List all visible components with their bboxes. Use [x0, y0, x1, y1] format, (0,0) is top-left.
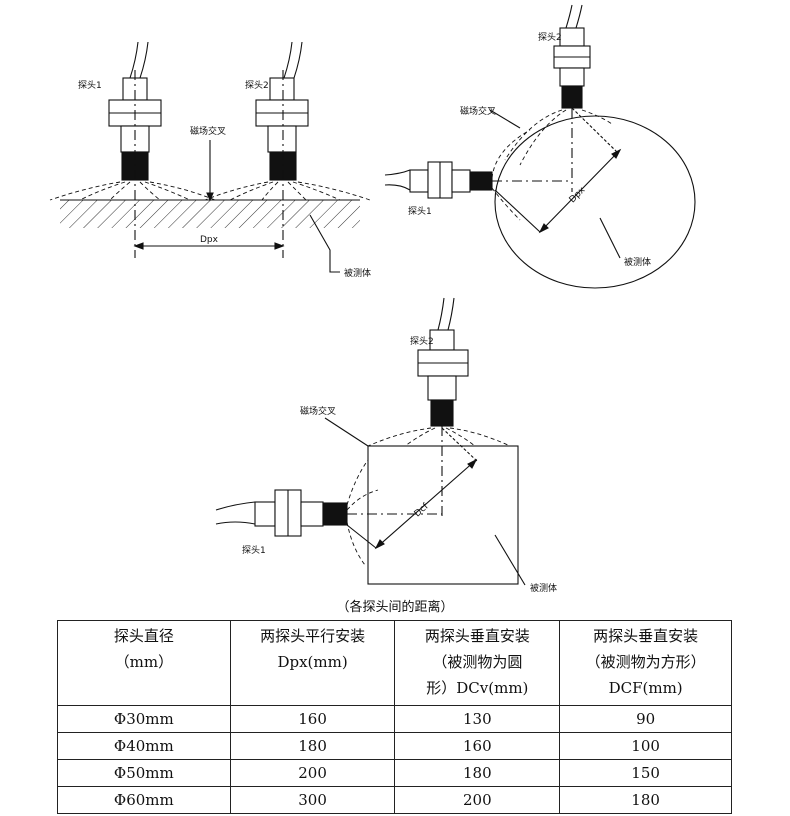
dcf-dimension [375, 459, 477, 549]
table-row: Φ30mm 160 130 90 [57, 705, 732, 733]
measured-object-round [494, 115, 696, 289]
table-cell: 100 [559, 732, 732, 760]
header-text: 探头直径 [113, 627, 174, 645]
fig1-object-label: 被测体 [344, 267, 371, 279]
diagram-caption: （各探头间的距离） [336, 600, 454, 615]
fig1-probe2-label: 探头2 [245, 79, 269, 91]
header-text: 两探头平行安装 [260, 627, 366, 645]
fig1-dim-label: Dpx [200, 235, 219, 245]
header-text: （被测物为方形） [585, 653, 706, 671]
table-cell: 180 [559, 786, 732, 814]
header-text: （被测物为圆 [432, 653, 523, 671]
header-text: 两探头垂直安装 [424, 627, 530, 645]
fig1-probe1-label: 探头1 [78, 79, 102, 91]
probe-1-icon [215, 489, 442, 537]
table-cell: Φ30mm [57, 705, 231, 733]
probe-2-icon [255, 41, 309, 258]
table-cell: 150 [559, 759, 732, 787]
fig3-object-label: 被测体 [530, 582, 557, 594]
table-cell: 90 [559, 705, 732, 733]
header-text: 两探头垂直安装 [593, 627, 699, 645]
header-text: 形）DCv(mm) [426, 679, 529, 697]
measured-object-flat [60, 200, 360, 228]
table-cell: 200 [394, 786, 561, 814]
measured-object-square [367, 445, 519, 585]
fig2-cross-label: 磁场交叉 [460, 105, 496, 117]
table-row: Φ40mm 180 160 100 [57, 732, 732, 760]
table-cell: 300 [229, 786, 396, 814]
probe-1-icon [384, 161, 572, 199]
fig2-object-label: 被测体 [624, 256, 651, 268]
header-text: DCF(mm) [608, 679, 683, 697]
fig2-dim-label: Dpx [568, 185, 588, 205]
fig2-probe1-label: 探头1 [408, 205, 432, 217]
table-row: Φ60mm 300 200 180 [57, 786, 732, 814]
table-cell: 160 [394, 732, 561, 760]
probe-distance-table: 探头直径 （mm） 两探头平行安装 Dpx(mm) 两探头垂直安装 （被测物为圆… [57, 620, 732, 814]
table-cell: Φ40mm [57, 732, 231, 760]
probe-2-icon [553, 4, 591, 192]
header-vertical-square: 两探头垂直安装 （被测物为方形） DCF(mm) [559, 620, 732, 706]
fig3-probe1-label: 探头1 [242, 544, 266, 556]
figure-round [384, 4, 696, 289]
header-parallel: 两探头平行安装 Dpx(mm) [229, 620, 396, 706]
probe-2-icon [417, 297, 469, 520]
header-vertical-round: 两探头垂直安装 （被测物为圆 形）DCv(mm) [394, 620, 561, 706]
table-cell: 200 [229, 759, 396, 787]
table-cell: 160 [229, 705, 396, 733]
header-probe-diameter: 探头直径 （mm） [57, 620, 231, 706]
probe-distance-diagram: 探头1 探头2 磁场交叉 Dpx 被测体 [49, 4, 696, 594]
header-text: （mm） [114, 653, 174, 671]
table-cell: 180 [229, 732, 396, 760]
field-lines-2 [491, 109, 613, 221]
fig3-dim-label: Dcf [413, 501, 431, 519]
table-cell: Φ60mm [57, 786, 231, 814]
fig1-cross-label: 磁场交叉 [190, 125, 226, 137]
figure-square [215, 297, 526, 586]
fig3-cross-label: 磁场交叉 [300, 405, 336, 417]
table-cell: Φ50mm [57, 759, 231, 787]
figure-parallel [49, 41, 371, 273]
field-lines-3 [346, 427, 511, 566]
probe-1-icon [108, 41, 162, 258]
table-header-row: 探头直径 （mm） 两探头平行安装 Dpx(mm) 两探头垂直安装 （被测物为圆… [57, 620, 732, 706]
dpx-dimension-2 [539, 149, 621, 233]
table-row: Φ50mm 200 180 150 [57, 759, 732, 787]
fig3-probe2-label: 探头2 [410, 335, 434, 347]
table-cell: 130 [394, 705, 561, 733]
fig2-probe2-label: 探头2 [538, 31, 562, 43]
header-text: Dpx(mm) [277, 653, 348, 671]
table-cell: 180 [394, 759, 561, 787]
